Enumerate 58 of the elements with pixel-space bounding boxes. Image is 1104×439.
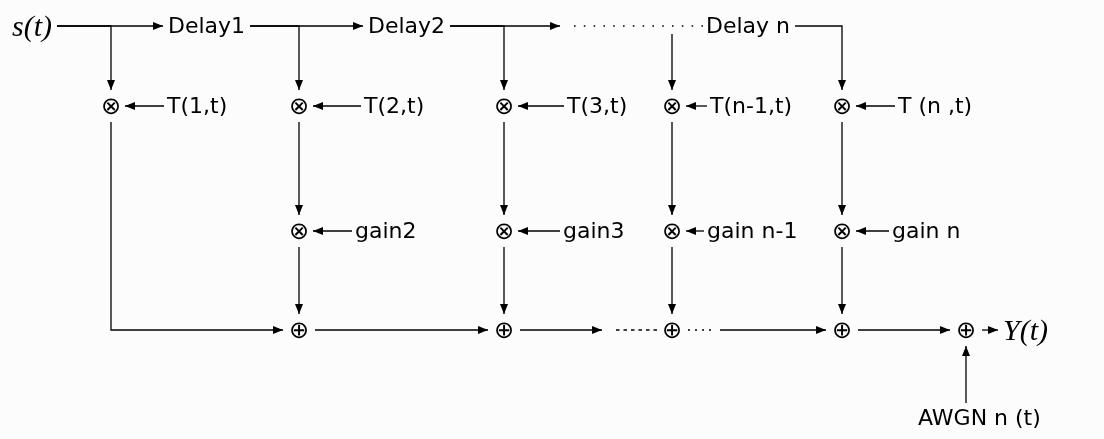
arrow [685,227,705,235]
adder-symbol: ⊕ [493,319,515,341]
arrow [857,326,951,334]
arrow [500,121,508,216]
tap-coefficient-label: T(3,t) [567,93,628,119]
arrow [312,102,362,110]
adder-symbol: ⊕ [288,319,310,341]
arrow [312,227,353,235]
arrow [519,326,603,334]
arrow [668,121,676,216]
multiplier-symbol: ⊗ [493,220,515,242]
arrow [517,227,561,235]
arrow [719,326,827,334]
arrow [56,25,115,91]
adder-symbol: ⊕ [661,319,683,341]
arrow [855,227,890,235]
arrow [500,246,508,315]
multiplier-symbol: ⊗ [661,220,683,242]
arrow [855,102,896,110]
multiplier-symbol: ⊗ [100,95,122,117]
adder-symbol: ⊕ [955,319,977,341]
multiplier-symbol: ⊗ [831,220,853,242]
arrow [838,246,846,315]
arrow [110,121,284,334]
arrow [295,246,303,315]
multiplier-symbol: ⊗ [288,95,310,117]
tap-coefficient-label: T (n ,t) [898,93,973,119]
arrow [295,121,303,216]
arrow [314,326,489,334]
gain-label: gain3 [563,218,625,244]
adder-symbol: ⊕ [831,319,853,341]
gain-label: gain n [892,218,961,244]
tap-coefficient-label: T(2,t) [364,93,425,119]
arrow [124,102,165,110]
delay-label: Delay1 [168,13,246,39]
multiplier-symbol: ⊗ [493,95,515,117]
noise-label: AWGN n (t) [918,405,1041,431]
arrow [668,33,676,91]
multiplier-symbol: ⊗ [288,220,310,242]
tap-coefficient-label: T(1,t) [167,93,228,119]
multiplier-symbol: ⊗ [661,95,683,117]
gain-label: gain2 [355,218,417,244]
arrow [449,25,508,91]
arrow [668,246,676,315]
tap-coefficient-label: T(n-1,t) [710,93,793,119]
gain-label: gain n-1 [707,218,798,244]
arrow [249,25,303,91]
output-signal-label: Y(t) [1003,314,1048,346]
delay-label: Delay2 [368,13,446,39]
input-signal-label: s(t) [12,10,52,42]
arrow [838,121,846,216]
arrow [981,326,999,334]
arrow [517,102,565,110]
multiplier-symbol: ⊗ [831,95,853,117]
arrow [685,102,708,110]
arrow [794,25,846,91]
delay-label: Delay n [706,13,791,39]
arrow [962,345,970,404]
